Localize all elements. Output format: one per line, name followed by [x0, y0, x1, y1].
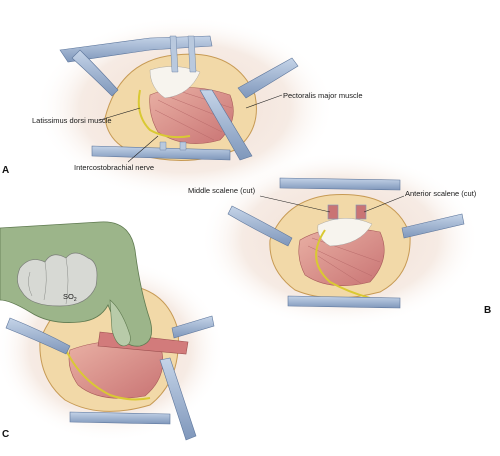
panel-a-retractor-right [237, 57, 299, 99]
label-latissimus-dorsi: Latissimus dorsi muscle [32, 116, 112, 125]
panel-b-nerve [315, 229, 371, 299]
label-so: SO [63, 292, 74, 301]
panel-b-letter: B [484, 305, 491, 316]
panel-c-retractors [5, 315, 215, 441]
panel-b-leader-anterior-scalene [363, 195, 405, 213]
panel-c-retractor-lower-right [159, 357, 197, 441]
label-so2: SO2 [63, 292, 77, 303]
panel-a-retractor-left [71, 49, 119, 97]
panel-a-retractor-center [199, 89, 253, 161]
panel-b-anterior-scalene-stump [355, 204, 367, 220]
label-pectoralis-major: Pectoralis major muscle [283, 91, 363, 100]
panel-b-retractor-top [279, 177, 401, 191]
panel-b-leader-middle-scalene [259, 195, 331, 213]
panel-a-leader-nerve [127, 135, 159, 163]
label-middle-scalene: Middle scalene (cut) [188, 186, 256, 195]
panel-a-letter: A [2, 165, 9, 176]
panel-b-retractor-right [401, 213, 465, 239]
panel-a-nerve [137, 89, 191, 139]
panel-b-retractor-left [227, 205, 293, 247]
panel-c-retractor-left [5, 317, 71, 355]
label-intercostobrachial-nerve: Intercostobrachial nerve [74, 163, 154, 172]
panel-b-middle-scalene-stump [327, 204, 339, 220]
panel-c-letter: C [2, 429, 9, 440]
panel-c-retractor-right [171, 315, 215, 339]
panel-c-nerve [64, 347, 151, 401]
panel-b-muscle-fibers [307, 237, 381, 285]
panel-b-retractors [227, 177, 465, 309]
panel-a-retractors [59, 35, 299, 161]
label-anterior-scalene: Anterior scalene (cut) [405, 189, 477, 198]
panel-b-retractor-bottom [287, 295, 401, 309]
label-so2-subscript: 2 [74, 297, 77, 303]
panel-c-knuckle-lines [28, 257, 69, 305]
panel-c-retractor-bottom [69, 411, 171, 425]
panel-c: SO2 C [0, 221, 225, 442]
panel-c-finger [109, 299, 131, 347]
panel-b: Middle scalene (cut) Anterior scalene (c… [188, 152, 491, 328]
panel-c-fist [17, 252, 98, 307]
panel-a-leader-pectoralis [245, 94, 283, 109]
panel-a: Pectoralis major muscle Latissimus dorsi… [2, 16, 363, 200]
panel-a-leader-latissimus [99, 107, 141, 121]
